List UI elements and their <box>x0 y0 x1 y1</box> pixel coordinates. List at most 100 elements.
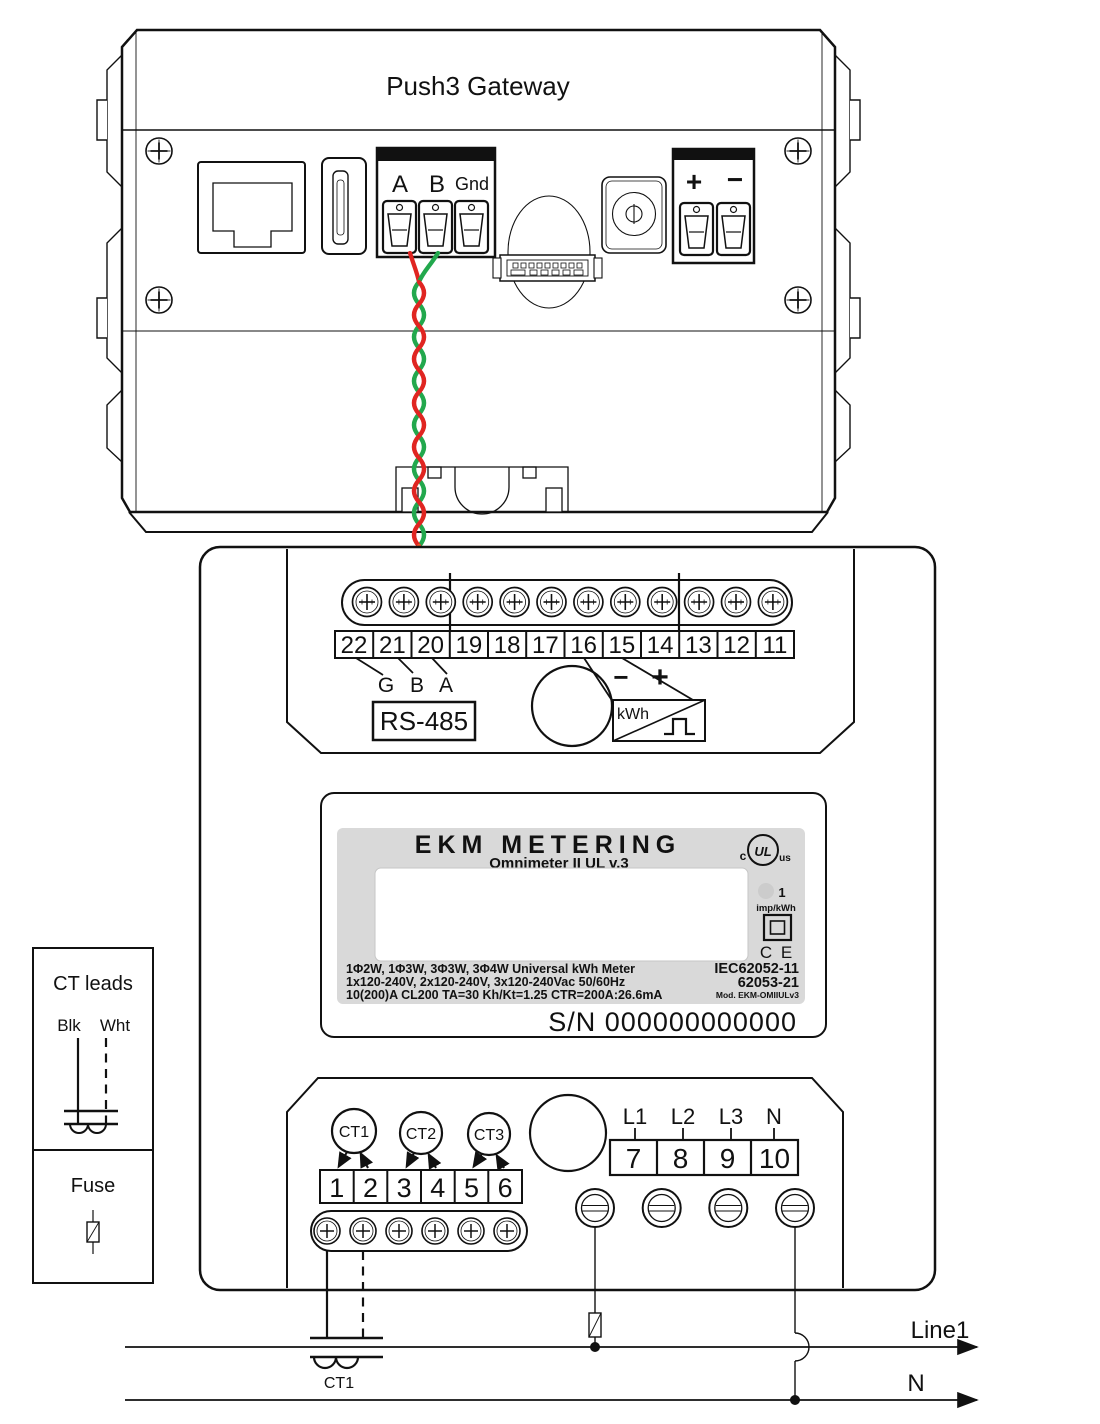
brand-name: EKM METERING <box>415 831 681 859</box>
terminal-number: 11 <box>762 632 787 659</box>
terminal-socket-icon <box>417 199 454 255</box>
line-label: L1 <box>623 1104 647 1129</box>
serial-number: S/N 000000000000 <box>548 1007 797 1037</box>
svg-text:imp/kWh: imp/kWh <box>756 903 796 914</box>
terminal-number: 14 <box>647 632 674 659</box>
pulse-minus-label: − <box>613 662 628 692</box>
ethernet-port-icon <box>197 161 306 254</box>
ct2-label: CT2 <box>406 1126 436 1143</box>
cert-line: 62053-21 <box>738 975 799 991</box>
terminal-number: 16 <box>570 632 597 659</box>
gateway-mount-flanges <box>96 54 861 463</box>
meter-top-terminal-numbers: 22 21 20 19 18 17 16 15 14 13 12 11 <box>334 630 795 659</box>
rs485-label: RS-485 <box>380 706 468 736</box>
gateway-terminal-b-label: B <box>429 171 445 198</box>
terminal-number: 15 <box>609 632 636 659</box>
gateway-power-terminal-block: + − <box>671 147 756 265</box>
terminal-socket-icon <box>678 201 715 257</box>
screw-icon <box>784 286 812 314</box>
power-jack-icon <box>601 176 667 254</box>
legend: CT leads Blk Wht Fuse <box>32 947 154 1284</box>
terminal-socket-icon <box>715 201 752 257</box>
ct-input-section: CT1 CT2 CT3 1 2 3 4 <box>310 1107 528 1252</box>
gateway-device: Push3 Gateway A B Gnd <box>96 28 861 533</box>
gateway-rs485-terminal-block: A B Gnd <box>375 146 497 259</box>
gateway-terminal-gnd-label: Gnd <box>455 174 489 194</box>
legend-wht-label: Wht <box>100 1016 131 1035</box>
meter-nameplate: EKM METERING Omnimeter II UL v.3 UL c us… <box>320 792 827 1038</box>
legend-fuse-title: Fuse <box>71 1175 115 1197</box>
terminal-socket-icon <box>381 199 418 255</box>
gateway-terminal-a-label: A <box>392 171 408 198</box>
ct-terminal-number: 5 <box>464 1173 479 1203</box>
screw-icon <box>641 1188 682 1228</box>
line-label: L2 <box>671 1104 695 1129</box>
screw-icon <box>145 137 173 165</box>
line-terminal-number: 7 <box>626 1143 642 1174</box>
power-minus-label: − <box>727 164 743 195</box>
rs485-bus-labels: G B A RS-485 <box>355 657 477 742</box>
line-voltage-section: L1 L2 L3 N 7 8 9 10 <box>575 1104 815 1228</box>
terminal-number: 12 <box>723 632 750 659</box>
ct-terminal-number: 3 <box>397 1173 412 1203</box>
terminal-socket-icon <box>453 199 490 255</box>
line-terminal-number: 9 <box>720 1143 736 1174</box>
mains-wiring: CT1 Line1 N <box>125 1227 979 1409</box>
screw-icon <box>145 286 173 314</box>
meter-bottom-panel <box>286 1077 844 1288</box>
legend-ct-symbol <box>64 1038 118 1134</box>
ul-logo-icon: UL c us <box>740 834 791 866</box>
ct-terminal-number: 2 <box>363 1173 378 1203</box>
terminal-number: 22 <box>341 632 368 659</box>
line-terminal-number: 8 <box>673 1143 689 1174</box>
terminal-number: 20 <box>417 632 444 659</box>
meter-bottom-hole <box>528 1093 608 1173</box>
ct1-transformer-symbol <box>310 1336 383 1370</box>
power-plus-label: + <box>686 166 702 197</box>
double-insulation-icon <box>762 913 793 942</box>
bus-b-label: B <box>410 674 424 697</box>
terminal-number: 18 <box>494 632 521 659</box>
pulse-waveform-icon <box>664 717 695 736</box>
ct-terminal-number: 6 <box>498 1173 513 1203</box>
gateway-title: Push3 Gateway <box>386 71 570 101</box>
terminal-number: 19 <box>456 632 483 659</box>
bus-g-label: G <box>378 674 394 697</box>
line1-label: Line1 <box>911 1317 970 1344</box>
line-terminal-number: 10 <box>759 1143 790 1174</box>
svg-text:1: 1 <box>778 885 785 900</box>
legend-blk-label: Blk <box>57 1016 81 1035</box>
bus-a-label: A <box>439 674 453 697</box>
cert-line: IEC62052-11 <box>714 961 799 977</box>
terminal-number: 13 <box>685 632 712 659</box>
meter-top-panel <box>286 549 855 754</box>
spec-line: 10(200)A CL200 TA=30 Kh/Kt=1.25 CTR=200A… <box>346 988 662 1002</box>
ct3-label: CT3 <box>474 1127 504 1144</box>
lcd-display <box>374 867 749 962</box>
pulse-output: − + kWh <box>583 657 706 742</box>
screw-icon <box>784 137 812 165</box>
ct1-mains-label: CT1 <box>324 1375 354 1392</box>
legend-fuse-symbol <box>86 1210 100 1254</box>
usb-port-icon <box>321 157 367 255</box>
terminal-number: 21 <box>379 632 406 659</box>
terminal-number: 17 <box>532 632 559 659</box>
svg-text:UL: UL <box>754 844 771 859</box>
cert-line: Mod. EKM-OMIIULv3 <box>716 990 799 1000</box>
pulse-plus-label: + <box>651 661 669 694</box>
antenna-connector-icon <box>492 195 603 309</box>
line-label: L3 <box>719 1104 743 1129</box>
screw-icon <box>708 1188 749 1228</box>
neutral-label: N <box>907 1370 924 1397</box>
spec-line: 1Φ2W, 1Φ3W, 3Φ3W, 3Φ4W Universal kWh Met… <box>346 962 635 976</box>
meter-device: 22 21 20 19 18 17 16 15 14 13 12 11 G <box>198 545 937 1292</box>
line1-fused-tap <box>588 1227 602 1352</box>
pulse-led-icon: 1 imp/kWh <box>756 883 796 914</box>
ct-terminal-number: 1 <box>329 1173 344 1203</box>
legend-ct-title: CT leads <box>53 973 133 995</box>
ct1-label: CT1 <box>339 1124 369 1141</box>
neutral-tap <box>790 1227 810 1405</box>
ce-mark: C E <box>760 943 794 962</box>
